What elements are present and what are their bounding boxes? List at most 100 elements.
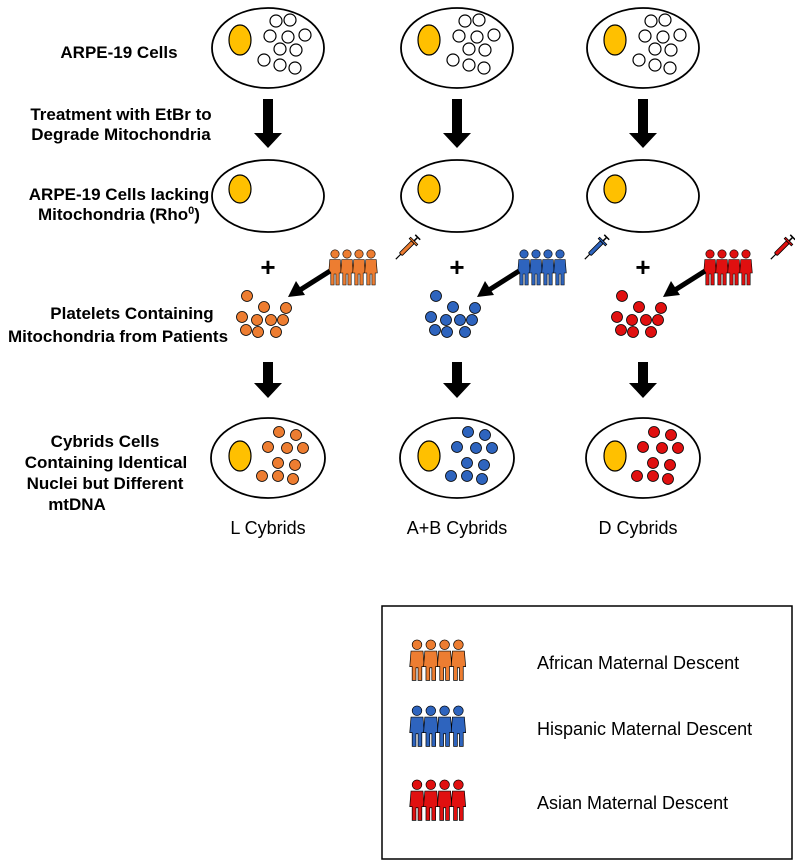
column-hispanic: +A+B Cybrids <box>399 7 612 538</box>
mitochondrion <box>462 426 474 438</box>
label-rho0-line1: ARPE-19 Cells lacking <box>29 185 209 204</box>
cell-membrane <box>399 417 515 499</box>
people-group-icon <box>704 250 753 285</box>
diagonal-arrow-shaft <box>487 268 521 293</box>
cell-membrane <box>586 7 700 89</box>
label-rho0-superscript: 0 <box>188 205 194 217</box>
platelet <box>270 326 282 338</box>
platelets-cluster <box>425 290 481 338</box>
mitochondrion <box>631 470 643 482</box>
cybrid-cell <box>210 417 326 499</box>
mitochondrion <box>290 429 302 441</box>
arpe19-cell <box>211 7 325 89</box>
mitochondrion <box>288 61 302 75</box>
mitochondrion <box>486 442 498 454</box>
mitochondrion <box>445 470 457 482</box>
plus-sign: + <box>260 252 275 282</box>
cell-membrane <box>585 417 701 499</box>
mitochondrion <box>479 429 491 441</box>
mitochondrion <box>470 442 482 454</box>
diagonal-arrow-icon <box>663 281 680 297</box>
label-treatment-line1: Treatment with EtBr to <box>30 105 211 124</box>
mitochondrion <box>663 61 677 75</box>
platelet <box>640 314 652 326</box>
cybrid-cell <box>585 417 701 499</box>
mitochondrion <box>462 58 476 72</box>
legend-label: African Maternal Descent <box>537 653 739 673</box>
mitochondrion <box>262 441 274 453</box>
platelet <box>277 314 289 326</box>
platelet <box>241 290 253 302</box>
platelets-cluster <box>611 290 667 338</box>
platelet <box>265 314 277 326</box>
nucleus <box>417 174 441 204</box>
label-rho0-line2: Mitochondria (Rho0) <box>38 205 200 224</box>
platelet <box>655 302 667 314</box>
column-asian: + D Cybrids <box>585 7 795 538</box>
arrow-down-icon <box>443 99 471 148</box>
mitochondrion <box>472 13 486 27</box>
platelet <box>652 314 664 326</box>
platelets-cluster <box>236 290 292 338</box>
rho0-cell <box>586 159 700 233</box>
platelet <box>626 314 638 326</box>
mitochondrion <box>458 14 472 28</box>
mitochondrion <box>273 426 285 438</box>
platelet <box>252 326 264 338</box>
mitochondrion <box>673 28 687 42</box>
arrow-down-icon <box>254 362 282 398</box>
rho0-cell <box>400 159 514 233</box>
mitochondrion <box>656 442 668 454</box>
mitochondrion <box>256 470 268 482</box>
mitochondrion <box>257 53 271 67</box>
label-cybrids-line3: Nuclei but Different <box>27 474 184 493</box>
mitochondrion <box>281 442 293 454</box>
mitochondrion <box>478 459 490 471</box>
mitochondrion <box>664 459 676 471</box>
legend-item: Hispanic Maternal Descent <box>410 706 752 746</box>
mitochondrion <box>632 53 646 67</box>
nucleus <box>417 440 441 472</box>
platelet <box>440 314 452 326</box>
platelet <box>459 326 471 338</box>
cybrid-caption: L Cybrids <box>230 518 305 538</box>
nucleus <box>603 440 627 472</box>
platelet <box>240 324 252 336</box>
arpe19-cell <box>586 7 700 89</box>
plus-sign: + <box>635 252 650 282</box>
label-cybrids-line4: mtDNA <box>48 495 106 514</box>
mitochondrion <box>648 426 660 438</box>
syringe-icon <box>580 232 612 264</box>
mitochondrion <box>461 470 473 482</box>
mitochondrion <box>470 30 484 44</box>
legend-label: Asian Maternal Descent <box>537 793 728 813</box>
platelet <box>236 311 248 323</box>
mitochondrion <box>272 457 284 469</box>
mitochondrion <box>269 14 283 28</box>
label-platelets-line2: Mitochondria from Patients <box>8 327 228 346</box>
label-platelets-line1: Platelets Containing <box>50 304 213 323</box>
cell-membrane <box>211 7 325 89</box>
diagonal-arrow-shaft <box>673 268 707 293</box>
cell-membrane <box>211 159 325 233</box>
platelet <box>627 326 639 338</box>
cell-membrane <box>400 7 514 89</box>
mitochondrion <box>638 29 652 43</box>
cell-membrane <box>400 159 514 233</box>
mitochondrion <box>477 61 491 75</box>
legend-label: Hispanic Maternal Descent <box>537 719 752 739</box>
cybrid-caption: D Cybrids <box>598 518 677 538</box>
platelet <box>425 311 437 323</box>
mitochondrion <box>281 30 295 44</box>
mitochondrion <box>272 470 284 482</box>
people-group-icon <box>329 250 378 285</box>
mitochondrion <box>476 473 488 485</box>
label-cybrids-line2: Containing Identical <box>25 453 187 472</box>
mitochondrion <box>451 441 463 453</box>
mitochondrion <box>289 459 301 471</box>
mitochondrion <box>487 28 501 42</box>
mitochondrion <box>283 13 297 27</box>
plus-sign: + <box>449 252 464 282</box>
platelet <box>615 324 627 336</box>
